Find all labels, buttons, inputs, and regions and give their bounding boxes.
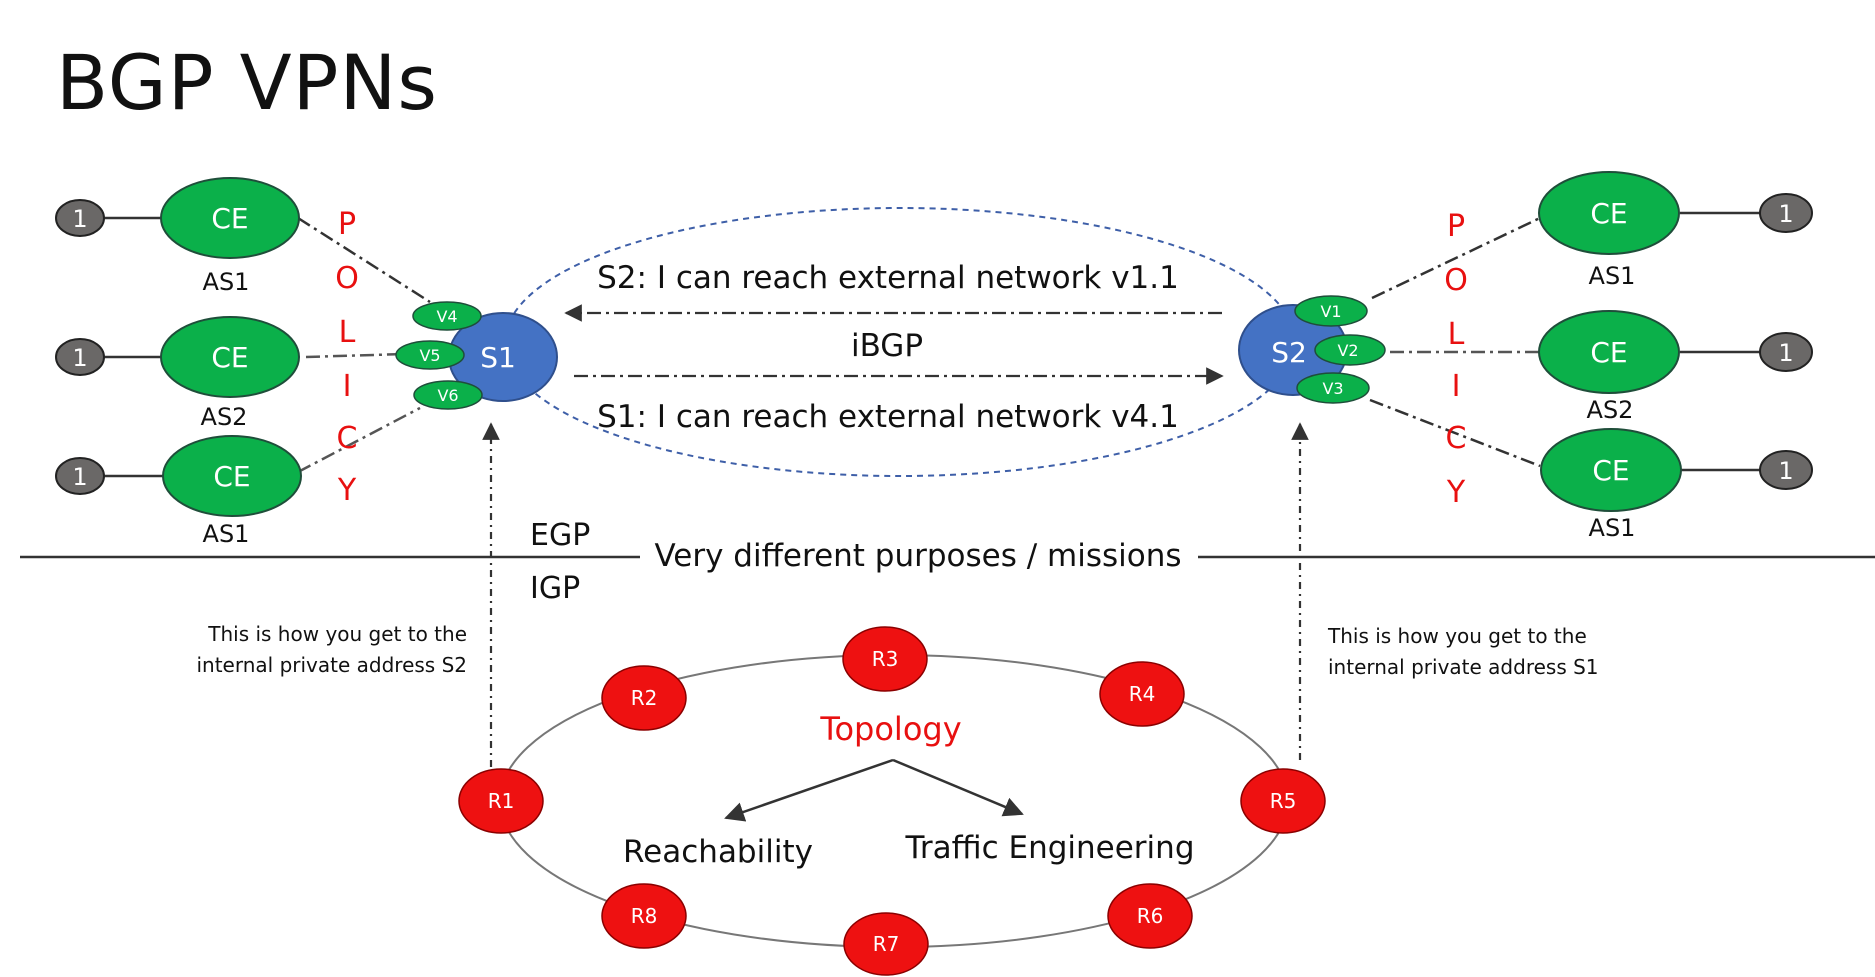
- speaker-s1[interactable]: S1: [448, 312, 558, 402]
- svg-text:CE: CE: [1590, 336, 1627, 369]
- right-policy-link-1: [1371, 216, 1541, 300]
- svg-text:CE: CE: [211, 341, 248, 374]
- right-policy-link-3: [1369, 398, 1541, 468]
- left-policy-link-3: [297, 406, 421, 474]
- ibgp-message-bottom: S1: I can reach external network v4.1: [597, 399, 1179, 435]
- left-endpoint-3[interactable]: 1: [55, 457, 105, 495]
- router-r8[interactable]: R8: [601, 883, 687, 949]
- left-policy-label: P O L I C Y: [335, 207, 359, 508]
- svg-text:R2: R2: [631, 686, 658, 710]
- svg-text:S1: S1: [480, 341, 516, 374]
- left-as-label-1: AS1: [203, 268, 250, 296]
- router-r4[interactable]: R4: [1099, 661, 1185, 727]
- page-title: BGP VPNs: [56, 38, 438, 127]
- right-ce-node-1[interactable]: CE: [1538, 171, 1680, 255]
- router-r3[interactable]: R3: [842, 626, 928, 692]
- svg-text:V4: V4: [436, 307, 457, 326]
- left-ce-node-3[interactable]: CE: [162, 435, 302, 517]
- left-note-line-2: internal private address S2: [196, 653, 467, 677]
- svg-text:V6: V6: [437, 386, 458, 405]
- vrf-v1[interactable]: V1: [1294, 295, 1368, 327]
- svg-text:V1: V1: [1320, 302, 1341, 321]
- vrf-v6[interactable]: V6: [413, 380, 483, 410]
- svg-text:R5: R5: [1270, 789, 1297, 813]
- traffic-engineering-label: Traffic Engineering: [905, 830, 1195, 866]
- router-r1[interactable]: R1: [458, 768, 544, 834]
- left-ce-node-2[interactable]: CE: [160, 316, 300, 398]
- topology-arrow-traffic-engineering: [892, 758, 1024, 817]
- reachability-label: Reachability: [623, 834, 813, 870]
- svg-text:O: O: [1444, 263, 1468, 298]
- svg-text:CE: CE: [211, 202, 248, 235]
- left-as-label-2: AS2: [201, 403, 248, 431]
- svg-text:V5: V5: [419, 346, 440, 365]
- right-note-line-2: internal private address S1: [1328, 655, 1599, 679]
- igp-label: IGP: [530, 571, 580, 606]
- svg-text:P: P: [1447, 209, 1465, 244]
- svg-text:1: 1: [72, 344, 87, 372]
- svg-text:1: 1: [1778, 339, 1793, 367]
- svg-text:Y: Y: [1446, 475, 1466, 510]
- speaker-s2[interactable]: S2: [1238, 304, 1348, 396]
- svg-text:R4: R4: [1129, 682, 1156, 706]
- svg-text:R6: R6: [1137, 904, 1164, 928]
- vrf-v2[interactable]: V2: [1314, 334, 1386, 366]
- svg-text:CE: CE: [1590, 197, 1627, 230]
- svg-text:I: I: [1452, 369, 1461, 404]
- svg-text:R3: R3: [872, 647, 899, 671]
- svg-text:R7: R7: [873, 932, 900, 956]
- divider-caption: Very different purposes / missions: [654, 538, 1181, 574]
- right-ce-node-3[interactable]: CE: [1540, 428, 1682, 512]
- svg-text:CE: CE: [213, 460, 250, 493]
- router-r2[interactable]: R2: [601, 665, 687, 731]
- right-policy-label: P O L I C Y: [1444, 209, 1468, 510]
- svg-text:1: 1: [1778, 457, 1793, 485]
- router-r5[interactable]: R5: [1240, 768, 1326, 834]
- svg-text:1: 1: [72, 205, 87, 233]
- right-ce-node-2[interactable]: CE: [1538, 310, 1680, 394]
- ibgp-message-top: S2: I can reach external network v1.1: [597, 260, 1179, 296]
- right-as-label-3: AS1: [1589, 514, 1636, 542]
- svg-text:CE: CE: [1592, 454, 1629, 487]
- left-policy-link-1: [297, 216, 431, 304]
- right-endpoint-3[interactable]: 1: [1759, 450, 1813, 490]
- topology-arrow-reachability: [724, 758, 894, 822]
- svg-text:V2: V2: [1337, 341, 1358, 360]
- left-ce-node-1[interactable]: CE: [160, 177, 300, 259]
- svg-text:R1: R1: [488, 789, 515, 813]
- svg-text:L: L: [1448, 317, 1465, 352]
- left-endpoint-1[interactable]: 1: [55, 199, 105, 237]
- svg-text:1: 1: [72, 463, 87, 491]
- vrf-v5[interactable]: V5: [395, 340, 465, 370]
- svg-text:I: I: [343, 369, 352, 404]
- right-endpoint-2[interactable]: 1: [1759, 332, 1813, 372]
- svg-text:P: P: [338, 207, 356, 242]
- svg-text:S2: S2: [1271, 336, 1307, 369]
- right-as-label-2: AS2: [1587, 396, 1634, 424]
- svg-text:O: O: [335, 261, 359, 296]
- svg-text:1: 1: [1778, 200, 1793, 228]
- ibgp-label: iBGP: [851, 328, 923, 364]
- vrf-v3[interactable]: V3: [1296, 372, 1370, 404]
- svg-text:R8: R8: [631, 904, 658, 928]
- left-as-label-3: AS1: [203, 520, 250, 548]
- left-note-line-1: This is how you get to the: [207, 622, 467, 646]
- left-endpoint-2[interactable]: 1: [55, 338, 105, 376]
- egp-label: EGP: [530, 518, 590, 553]
- topology-label: Topology: [819, 710, 961, 748]
- router-r6[interactable]: R6: [1107, 883, 1193, 949]
- right-endpoint-1[interactable]: 1: [1759, 193, 1813, 233]
- svg-text:V3: V3: [1322, 379, 1343, 398]
- right-note-line-1: This is how you get to the: [1327, 624, 1587, 648]
- router-r7[interactable]: R7: [843, 912, 929, 976]
- svg-text:C: C: [337, 421, 358, 456]
- svg-text:L: L: [339, 315, 356, 350]
- svg-text:Y: Y: [337, 473, 357, 508]
- left-policy-link-2: [305, 352, 406, 359]
- right-as-label-1: AS1: [1589, 262, 1636, 290]
- svg-text:C: C: [1446, 421, 1467, 456]
- vrf-v4[interactable]: V4: [412, 301, 482, 331]
